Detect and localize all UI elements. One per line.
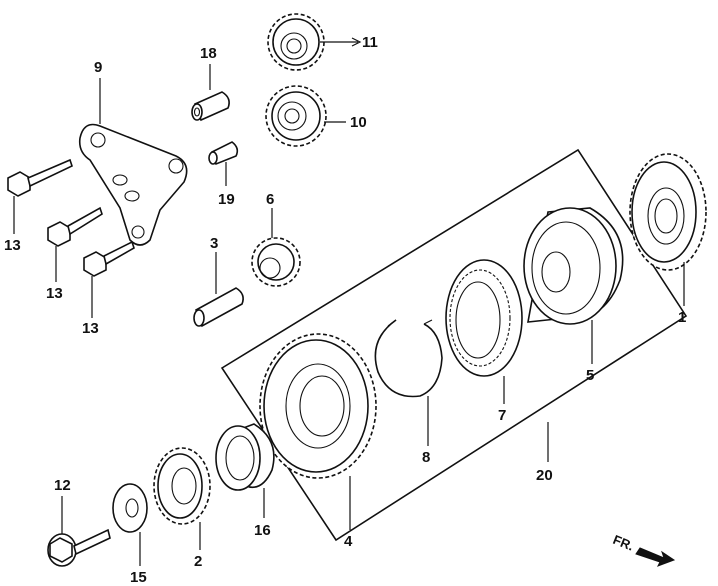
pin-part-19[interactable] [208, 141, 239, 166]
callout-4: 4 [344, 533, 353, 550]
pin-part-18[interactable] [191, 91, 230, 122]
bolt-part-12[interactable] [47, 528, 111, 567]
callout-18: 18 [200, 45, 217, 62]
snap-ring-part-8[interactable] [374, 319, 443, 398]
callout-1: 1 [678, 309, 686, 326]
bolt-part-13-upper[interactable] [7, 158, 73, 197]
shaft-part-3[interactable] [193, 287, 244, 328]
sprag-clutch-part-7[interactable] [445, 259, 523, 377]
bracket-part-9[interactable] [78, 123, 188, 246]
callout-16: 16 [254, 522, 271, 539]
assembly-20-outline [220, 148, 688, 542]
callout-5: 5 [586, 367, 594, 384]
callout-11: 11 [362, 34, 378, 51]
callout-19: 19 [218, 191, 235, 208]
needle-bearing-part-16[interactable] [215, 423, 275, 491]
callout-13-lower: 13 [82, 320, 99, 337]
callout-3: 3 [210, 235, 218, 252]
callout-10: 10 [350, 114, 367, 131]
leader-lines [13, 37, 685, 566]
callout-6: 6 [266, 191, 274, 208]
forward-direction-indicator: FR. [611, 532, 676, 567]
gear-part-11[interactable] [267, 13, 325, 71]
clutch-outer-part-5[interactable] [523, 207, 624, 325]
callout-9: 9 [94, 59, 102, 76]
callout-13-upper: 13 [4, 237, 21, 254]
forward-label: FR. [611, 532, 636, 554]
gear-part-4[interactable] [259, 333, 377, 479]
bolt-part-14[interactable] [47, 206, 103, 247]
bolt-part-13-lower[interactable] [83, 240, 135, 277]
callout-8: 8 [422, 449, 430, 466]
sprocket-part-1[interactable] [629, 153, 707, 271]
callout-12: 12 [54, 477, 71, 494]
callout-15: 15 [130, 569, 147, 586]
gear-part-6[interactable] [251, 237, 301, 287]
callout-7: 7 [498, 407, 506, 424]
forward-arrow-icon [635, 547, 676, 567]
gear-part-10[interactable] [265, 85, 327, 147]
gear-part-2[interactable] [153, 447, 211, 525]
washer-part-15[interactable] [112, 483, 148, 533]
callout-20: 20 [536, 467, 553, 484]
callout-14: 13 [46, 285, 63, 302]
callout-2: 2 [194, 553, 202, 570]
